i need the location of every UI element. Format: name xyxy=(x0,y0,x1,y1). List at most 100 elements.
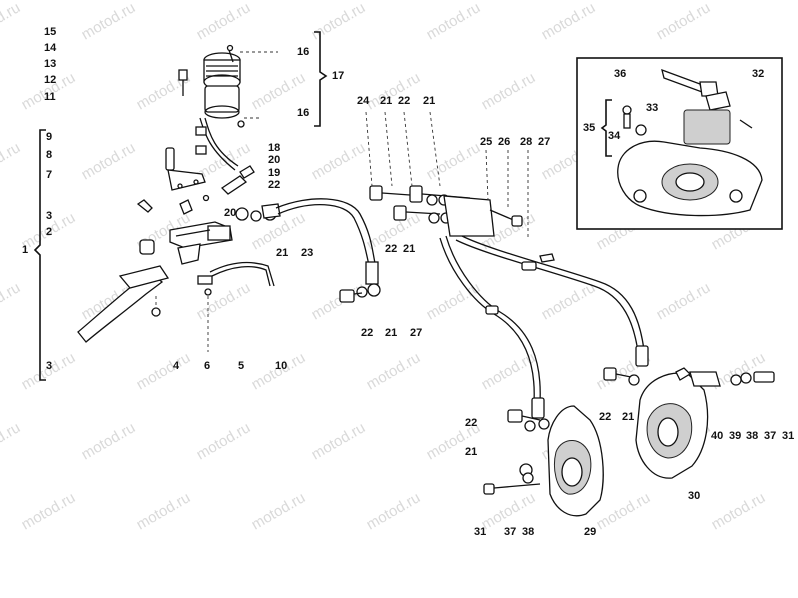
watermark-text: motod.ru xyxy=(309,0,369,43)
label-28: 28 xyxy=(520,136,532,148)
label-2: 2 xyxy=(46,226,52,238)
watermark-text: motod.ru xyxy=(194,419,254,463)
label-21d: 21 xyxy=(403,243,415,255)
label-5: 5 xyxy=(238,360,244,372)
watermark-text: motod.ru xyxy=(594,489,654,533)
label-20b: 20 xyxy=(224,207,236,219)
label-22c: 22 xyxy=(385,243,397,255)
label-16b: 16 xyxy=(297,107,309,119)
part-number-labels: 15 14 13 12 11 9 8 7 3 2 1 3 16 16 17 18… xyxy=(22,26,794,538)
master-cylinder-assembly xyxy=(77,147,275,352)
label-24: 24 xyxy=(357,95,370,107)
caliper-brake-hoses xyxy=(439,235,649,419)
label-27a: 27 xyxy=(538,136,550,148)
bracket-17 xyxy=(314,31,328,127)
label-26: 26 xyxy=(498,136,510,148)
label-33: 33 xyxy=(646,102,658,114)
label-21f: 21 xyxy=(465,446,477,458)
label-21g: 21 xyxy=(622,411,634,423)
watermark-text: motod.ru xyxy=(134,489,194,533)
label-30: 30 xyxy=(688,490,700,502)
label-38b: 38 xyxy=(746,430,758,442)
watermark-text: motod.ru xyxy=(194,0,254,43)
label-21a: 21 xyxy=(276,247,288,259)
watermark-text: motod.ru xyxy=(539,279,599,323)
watermark-text: motod.ru xyxy=(424,139,484,183)
watermark-text: motod.ru xyxy=(249,489,309,533)
watermark-text: motod.ru xyxy=(0,279,23,323)
watermark-text: motod.ru xyxy=(79,419,139,463)
reservoir-hose xyxy=(178,69,255,195)
watermark-text: motod.ru xyxy=(539,0,599,43)
label-15: 15 xyxy=(44,26,56,38)
label-22d: 22 xyxy=(361,327,373,339)
label-11: 11 xyxy=(44,91,56,103)
label-22b: 22 xyxy=(398,95,410,107)
brake-fluid-reservoir xyxy=(203,44,278,128)
label-34: 34 xyxy=(608,130,621,142)
brake-line-splitter xyxy=(365,111,529,240)
label-6: 6 xyxy=(204,360,210,372)
label-8: 8 xyxy=(46,149,52,161)
watermark-text: motod.ru xyxy=(654,279,714,323)
label-4: 4 xyxy=(173,360,180,372)
label-19: 19 xyxy=(268,167,280,179)
watermark-text: motod.ru xyxy=(709,349,769,393)
watermark-text: motod.ru xyxy=(79,139,139,183)
label-14: 14 xyxy=(44,42,57,54)
watermark-text: motod.ru xyxy=(364,349,424,393)
label-21c: 21 xyxy=(423,95,435,107)
label-32: 32 xyxy=(752,68,764,80)
label-37a: 37 xyxy=(504,526,516,538)
watermark-text: motod.ru xyxy=(309,139,369,183)
label-27b: 27 xyxy=(410,327,422,339)
watermark-text: motod.ru xyxy=(194,279,254,323)
label-22f: 22 xyxy=(599,411,611,423)
watermark-text: motod.ru xyxy=(309,419,369,463)
watermark-text: motod.ru xyxy=(134,349,194,393)
inset-caliper-detail xyxy=(576,57,783,230)
watermark-text: motod.ru xyxy=(424,279,484,323)
label-37b: 37 xyxy=(764,430,776,442)
label-18: 18 xyxy=(268,142,280,154)
label-40: 40 xyxy=(711,430,723,442)
label-16a: 16 xyxy=(297,46,309,58)
label-22a: 22 xyxy=(268,179,280,191)
label-21b: 21 xyxy=(380,95,392,107)
label-23: 23 xyxy=(301,247,313,259)
watermark-text: motod.ru xyxy=(364,69,424,113)
watermark-text: motod.ru xyxy=(654,0,714,43)
label-35: 35 xyxy=(583,122,595,134)
right-brake-caliper xyxy=(603,367,775,479)
label-17: 17 xyxy=(332,70,344,82)
watermark-text: motod.ru xyxy=(309,279,369,323)
left-bracket xyxy=(33,129,46,381)
watermark-text: motod.ru xyxy=(0,419,23,463)
label-3b: 3 xyxy=(46,360,52,372)
left-brake-caliper xyxy=(483,405,604,517)
label-13: 13 xyxy=(44,58,56,70)
watermark-text: motod.ru xyxy=(709,489,769,533)
label-31a: 31 xyxy=(474,526,486,538)
watermark-text: motod.ru xyxy=(79,0,139,43)
watermark-text: motod.ru xyxy=(0,139,23,183)
label-1: 1 xyxy=(22,244,28,256)
label-7: 7 xyxy=(46,169,52,181)
label-31b: 31 xyxy=(782,430,794,442)
label-36: 36 xyxy=(614,68,626,80)
label-21e: 21 xyxy=(385,327,397,339)
label-22e: 22 xyxy=(465,417,477,429)
watermark-text: motod.ru xyxy=(19,489,79,533)
label-39: 39 xyxy=(729,430,741,442)
label-9: 9 xyxy=(46,131,52,143)
watermark-text: motod.ru xyxy=(364,489,424,533)
label-29: 29 xyxy=(584,526,596,538)
label-10: 10 xyxy=(275,360,287,372)
label-38a: 38 xyxy=(522,526,534,538)
watermark-text: motod.ru xyxy=(479,349,539,393)
label-12: 12 xyxy=(44,74,56,86)
watermark-text: motod.ru xyxy=(0,0,23,43)
label-25: 25 xyxy=(480,136,492,148)
label-20: 20 xyxy=(268,154,280,166)
